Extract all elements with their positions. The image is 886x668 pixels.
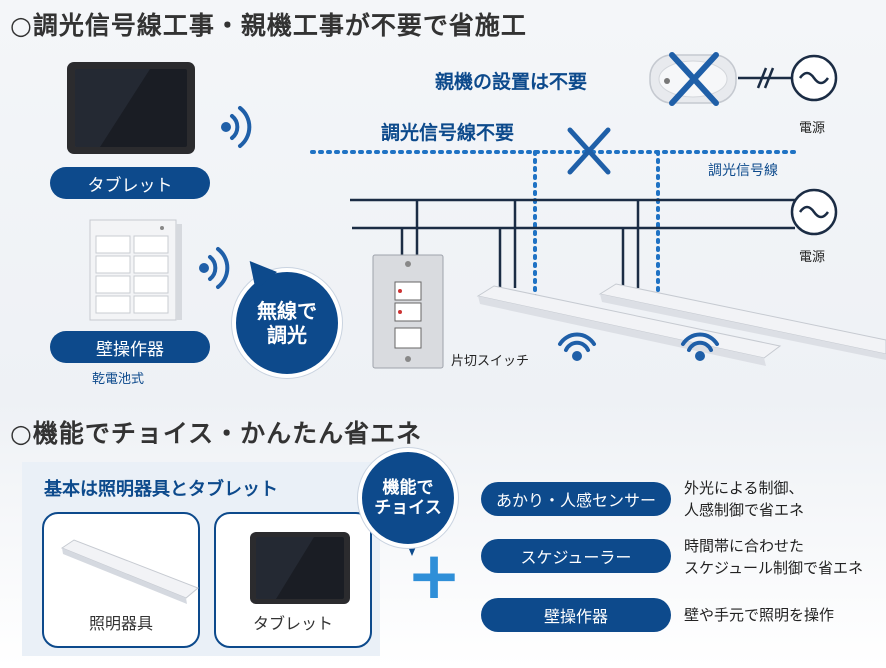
- option-pill-wall: 壁操作器: [481, 598, 671, 632]
- choice-line1: 機能で: [382, 477, 434, 498]
- wiring-diagram: [67, 52, 886, 369]
- basic-heading: 基本は照明器具とタブレット: [44, 479, 278, 500]
- wireless-dimming-bubble: 無線で 調光: [232, 268, 342, 378]
- light2-wireless-icon: [681, 332, 719, 361]
- parent-unit-cross-icon: [669, 52, 719, 106]
- bubble-line1: 無線で: [257, 299, 317, 323]
- choice-line2: チョイス: [374, 498, 442, 518]
- tablet-label: タブレット: [50, 167, 210, 199]
- bubble-line2: 調光: [267, 323, 307, 347]
- signal-line-label: 調光信号線: [708, 163, 778, 179]
- wall-controller-label: 壁操作器: [50, 331, 210, 363]
- option-pill-sensor: あかり・人感センサー: [481, 482, 671, 516]
- light-fixture-1: [476, 285, 782, 366]
- section2-title: ○機能でチョイス・かんたん省エネ: [10, 419, 423, 448]
- signal-line-text: 調光信号線不要: [381, 122, 515, 144]
- signal-cross-icon: [567, 127, 611, 175]
- tablet-small-icon: [250, 532, 350, 604]
- card-light-fixture: 照明器具: [42, 512, 200, 648]
- light1-wireless-icon: [558, 332, 596, 361]
- wall-controller-icon: [89, 219, 182, 321]
- option-desc-sensor-1: 外光による制御、: [684, 479, 804, 497]
- parent-unit-text: 親機の設置は不要: [435, 71, 588, 93]
- option-desc-wall-1: 壁や手元で照明を操作: [684, 606, 835, 624]
- tablet-device-icon: [67, 62, 195, 154]
- wall-controller-wireless-icon: [199, 247, 230, 289]
- option-pill-scheduler: スケジューラー: [481, 539, 671, 573]
- option-desc-sensor-2: 人感制御で省エネ: [684, 501, 805, 519]
- power-source-top-icon: [790, 54, 838, 102]
- battery-type-text: 乾電池式: [92, 372, 145, 387]
- card-tablet: タブレット: [214, 512, 372, 648]
- card-light-label: 照明器具: [88, 614, 153, 633]
- power-label-top: 電源: [799, 121, 826, 136]
- light-fixture-icon: [60, 539, 199, 604]
- plus-icon: +: [406, 537, 462, 614]
- choice-bubble: 機能で チョイス: [358, 448, 458, 548]
- power-source-mid-icon: [790, 188, 838, 236]
- light-fixture-2: [598, 283, 886, 360]
- wall-switch-icon: [372, 254, 444, 369]
- power-label-mid: 電源: [799, 250, 826, 265]
- tablet-wireless-icon: [221, 106, 252, 148]
- section1-title: ○調光信号線工事・親機工事が不要で省施工: [10, 11, 527, 40]
- option-desc-scheduler-1: 時間帯に合わせた: [684, 537, 805, 555]
- switch-label: 片切スイッチ: [451, 354, 530, 369]
- option-desc-scheduler-2: スケジュール制御で省エネ: [684, 559, 863, 577]
- card-tablet-label: タブレット: [252, 614, 333, 633]
